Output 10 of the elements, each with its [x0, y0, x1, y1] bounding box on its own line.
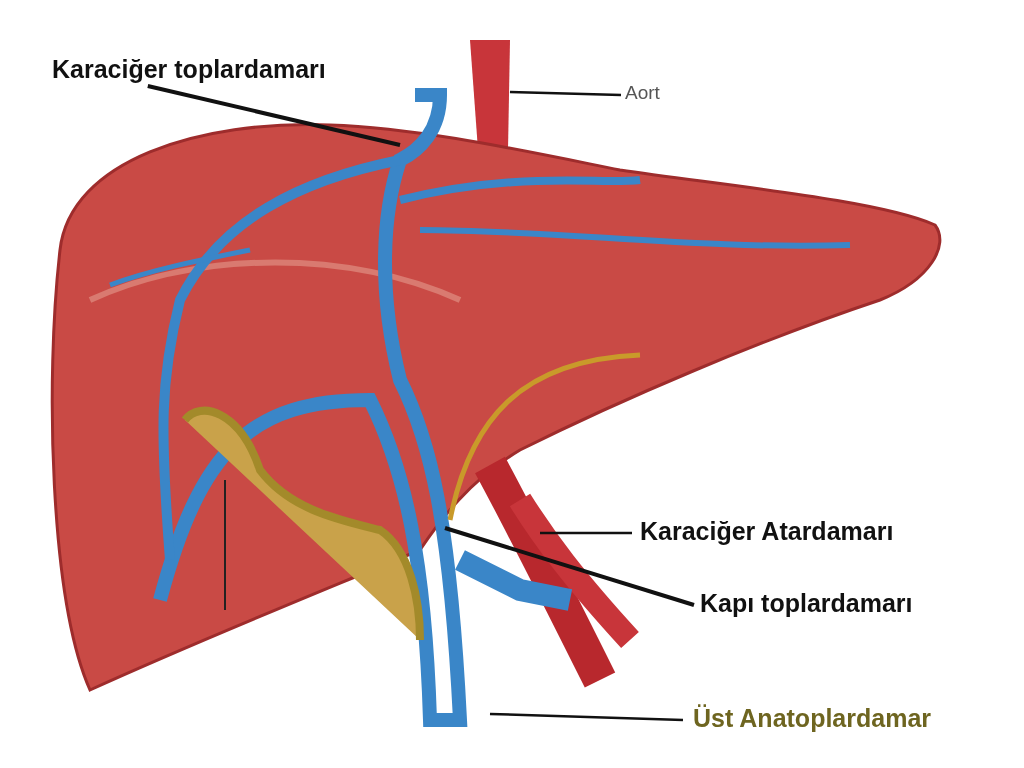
part-label: Aort — [625, 78, 660, 108]
leader-line — [489, 712, 684, 722]
leader-line — [147, 84, 401, 147]
leader-line — [444, 526, 695, 607]
part-label: Üst Anatoplardamar — [693, 703, 931, 733]
leader-line — [540, 531, 632, 535]
part-label: Kapı toplardamarı — [700, 588, 913, 618]
part-label: Karaciğer Atardamarı — [640, 516, 894, 546]
part-label: Karaciğer toplardamarı — [52, 54, 326, 84]
leader-line — [509, 90, 622, 97]
